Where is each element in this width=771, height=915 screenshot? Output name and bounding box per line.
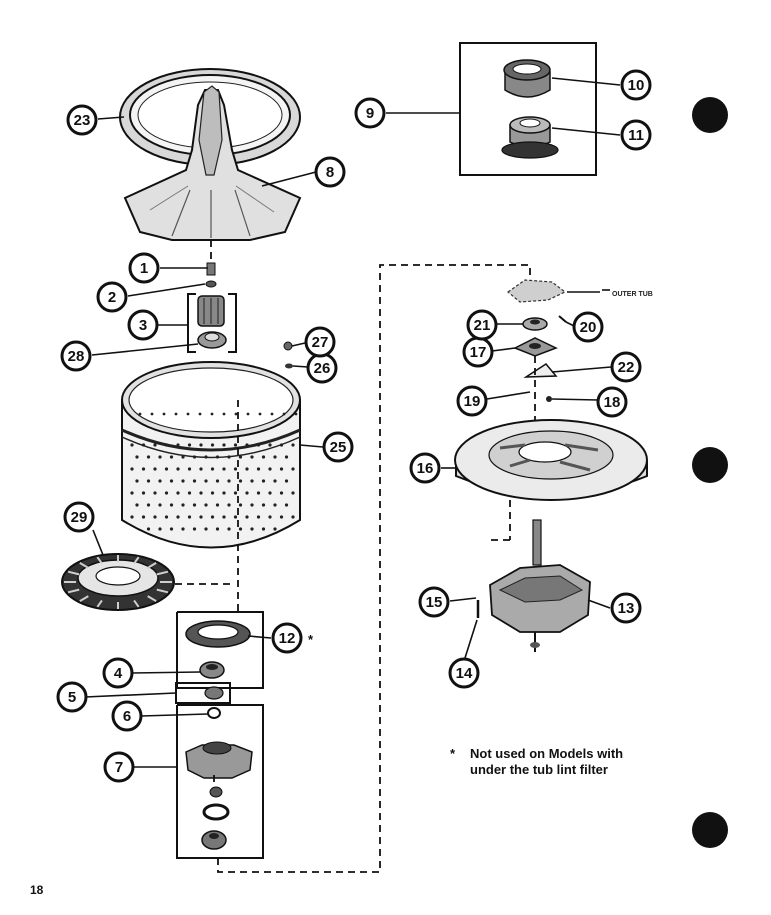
callout-label: 8 — [326, 164, 334, 181]
callout-label: 17 — [470, 344, 487, 361]
callout-4: 4 — [102, 657, 134, 689]
callout-label: 27 — [312, 334, 329, 351]
part-22-bracket — [523, 363, 558, 378]
callout-22: 22 — [610, 351, 642, 383]
part-17-plate — [513, 337, 558, 357]
part-6-ring — [207, 707, 221, 719]
callout-26: 26 — [306, 352, 338, 384]
part-18-screw — [546, 396, 552, 402]
callout-label: 4 — [114, 665, 123, 682]
callout-label: 11 — [628, 127, 644, 144]
part-8-agitator — [123, 85, 302, 241]
callout-20: 20 — [572, 311, 604, 343]
callout-label: 6 — [123, 708, 131, 725]
callout-29: 29 — [63, 501, 95, 533]
callout-label: 21 — [474, 317, 491, 334]
callout-25: 25 — [322, 431, 354, 463]
callout-23: 23 — [66, 104, 98, 136]
callout-label: 7 — [115, 759, 123, 776]
callout-label: 9 — [366, 105, 374, 122]
part-10-seal — [503, 59, 551, 98]
callout-6: 6 — [111, 700, 143, 732]
callout-layer: 1234567891011121314151617181920212223252… — [56, 69, 652, 783]
page-number: 18 — [30, 883, 44, 897]
part-1-bolt — [206, 262, 216, 276]
part-13-transmission — [489, 519, 591, 652]
note-line-2: under the tub lint filter — [470, 762, 608, 777]
callout-21: 21 — [466, 309, 498, 341]
note-asterisk: * — [450, 746, 456, 761]
callout-label: 26 — [314, 360, 331, 377]
callout-label: 12 — [279, 630, 296, 647]
callout-label: 15 — [426, 594, 443, 611]
callout-5: 5 — [56, 681, 88, 713]
callout-12: 12 — [271, 622, 303, 654]
callout-7: 7 — [103, 751, 135, 783]
part-16-bottom — [454, 419, 648, 501]
part-3-bracket — [187, 293, 237, 353]
part-28-hub — [197, 331, 227, 349]
callout-13: 13 — [610, 592, 642, 624]
callout-label: 16 — [417, 460, 434, 477]
callout-14: 14 — [448, 657, 480, 689]
part-12-asterisk: * — [308, 632, 314, 647]
outer-tub-fragment — [507, 279, 567, 303]
callout-label: 5 — [68, 689, 76, 706]
callout-label: 14 — [456, 665, 473, 682]
note-line-1: Not used on Models with — [470, 746, 623, 761]
callout-27: 27 — [304, 326, 336, 358]
callout-label: 19 — [464, 393, 481, 410]
callout-16: 16 — [409, 452, 441, 484]
callout-label: 1 — [140, 260, 148, 277]
callout-label: 2 — [108, 289, 116, 306]
callout-label: 3 — [139, 317, 147, 334]
punch-holes — [692, 97, 728, 848]
part-25-basket — [121, 361, 301, 549]
part-2-washer — [205, 280, 217, 288]
part-20-screw — [558, 315, 567, 323]
callout-8: 8 — [314, 156, 346, 188]
callout-3: 3 — [127, 309, 159, 341]
part-21-nut — [522, 317, 548, 331]
callout-28: 28 — [60, 340, 92, 372]
callout-label: 25 — [330, 439, 347, 456]
callout-1: 1 — [128, 252, 160, 284]
part-4-bearing — [199, 661, 225, 679]
leader-lines — [84, 77, 621, 768]
callout-label: 20 — [580, 319, 597, 336]
part-11-seal — [501, 116, 559, 159]
callout-label: 28 — [68, 348, 85, 365]
callout-label: 22 — [618, 359, 635, 376]
callout-17: 17 — [462, 336, 494, 368]
callout-15: 15 — [418, 586, 450, 618]
callout-9: 9 — [354, 97, 386, 129]
part-5-bracket — [175, 682, 231, 704]
callout-18: 18 — [596, 386, 628, 418]
outer-tub-label: OUTER TUB — [612, 291, 653, 298]
callout-11: 11 — [620, 119, 652, 151]
callout-2: 2 — [96, 281, 128, 313]
part-7-assembly — [176, 704, 264, 859]
part-29-filter — [61, 553, 175, 611]
callout-label: 10 — [628, 77, 645, 94]
part-26-washer — [285, 363, 293, 369]
callout-10: 10 — [620, 69, 652, 101]
part-9-box — [459, 42, 597, 176]
callout-label: 23 — [74, 112, 91, 129]
callout-label: 29 — [71, 509, 88, 526]
callout-19: 19 — [456, 385, 488, 417]
part-27-screw — [283, 341, 293, 351]
callout-label: 13 — [618, 600, 635, 617]
callout-label: 18 — [604, 394, 621, 411]
lower-bracket-12 — [176, 611, 264, 689]
